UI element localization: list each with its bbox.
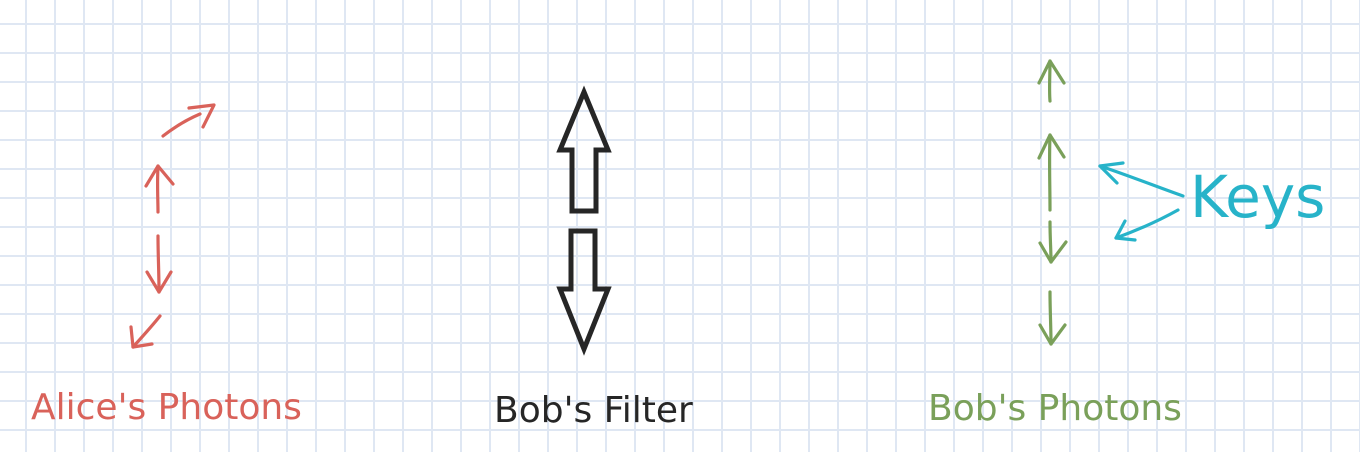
keys-label: Keys — [1190, 163, 1326, 231]
bobs-filter-label: Bob's Filter — [494, 390, 693, 431]
alice-diagonal-down-arrow-icon — [129, 314, 162, 349]
bob-photons-group — [1037, 59, 1068, 346]
filter-down-block-arrow-icon — [556, 228, 612, 356]
alice-up-arrow-icon — [144, 164, 175, 214]
alice-diagonal-up-arrow-icon — [161, 103, 216, 138]
bob-down-arrow-1-icon — [1038, 220, 1068, 264]
bob-down-arrow-2-icon — [1038, 290, 1067, 346]
bob-up-arrow-1-icon — [1037, 59, 1066, 103]
alice-photons-group — [129, 103, 216, 349]
keys-pointer-lower-arrow-icon — [1114, 208, 1180, 242]
keys-pointer-upper-arrow-icon — [1098, 161, 1185, 198]
alice-photons-label: Alice's Photons — [31, 387, 302, 428]
alice-down-arrow-icon — [145, 234, 173, 294]
filter-up-block-arrow-icon — [556, 85, 612, 214]
bob-up-arrow-2-icon — [1037, 133, 1066, 212]
bob-photons-label: Bob's Photons — [928, 388, 1182, 429]
keys-pointer-arrows — [1098, 161, 1185, 242]
bobs-filter-group — [556, 85, 612, 356]
